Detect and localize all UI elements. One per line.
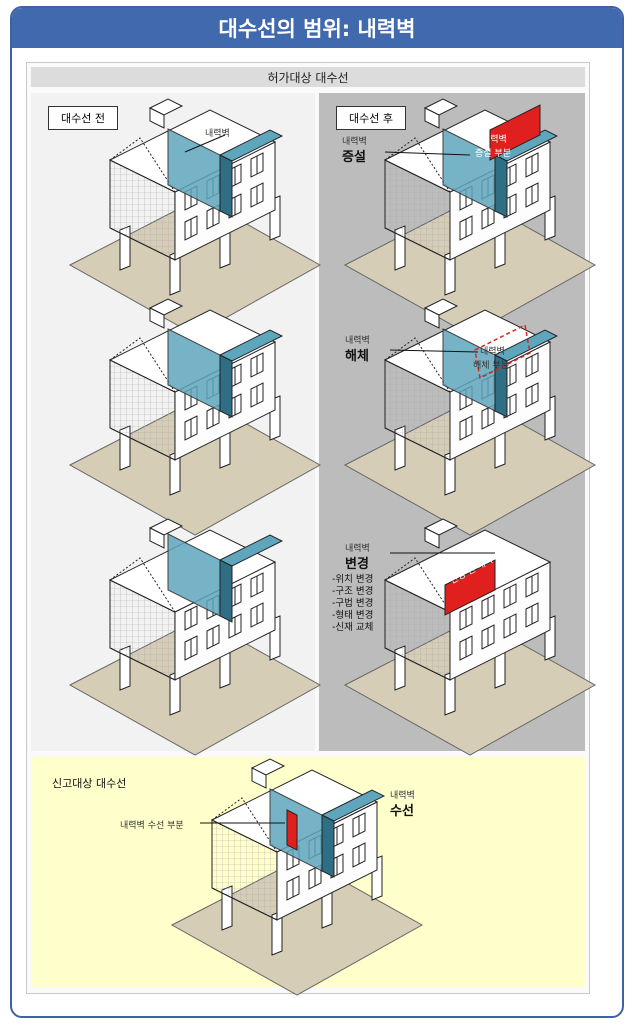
remove-wall-text-1: 내력벽 bbox=[480, 347, 505, 357]
building-before-1 bbox=[68, 98, 322, 336]
report-small-label: 내력벽 bbox=[390, 791, 415, 801]
add-big-label: 증설 bbox=[342, 150, 366, 165]
building-after-remove bbox=[343, 298, 597, 536]
page-title: 대수선의 범위: 내력벽 bbox=[12, 8, 622, 48]
before-tag: 대수선 전 bbox=[48, 106, 118, 130]
after-tag: 대수선 후 bbox=[336, 106, 406, 130]
building-report bbox=[170, 758, 424, 996]
add-wall-text-1: 내력벽 bbox=[482, 135, 507, 145]
report-part-label: 내력벽 수선 부분 bbox=[120, 821, 184, 831]
add-small-label: 내력벽 bbox=[342, 137, 367, 147]
building-after-change bbox=[343, 518, 597, 756]
building-before-3 bbox=[68, 518, 322, 756]
remove-big-label: 해체 bbox=[345, 349, 369, 364]
remove-wall-text-2: 해체 부분 bbox=[473, 361, 509, 371]
building-before-2 bbox=[68, 298, 322, 536]
permit-section-title: 허가대상 대수선 bbox=[31, 67, 585, 87]
change-big-label: 변경 bbox=[345, 557, 369, 572]
report-title: 신고대상 대수선 bbox=[52, 777, 127, 790]
before-wall-label: 내력벽 bbox=[205, 129, 230, 139]
report-big-label: 수선 bbox=[390, 804, 414, 819]
remove-small-label: 내력벽 bbox=[345, 336, 370, 346]
building-after-add bbox=[343, 98, 597, 336]
change-list: -위치 변경 -구조 변경 -구법 변경 -형태 변경 -신재 교체 bbox=[332, 574, 374, 633]
add-wall-text-2: 증설 부분 bbox=[475, 149, 511, 159]
change-small-label: 내력벽 bbox=[345, 544, 370, 554]
